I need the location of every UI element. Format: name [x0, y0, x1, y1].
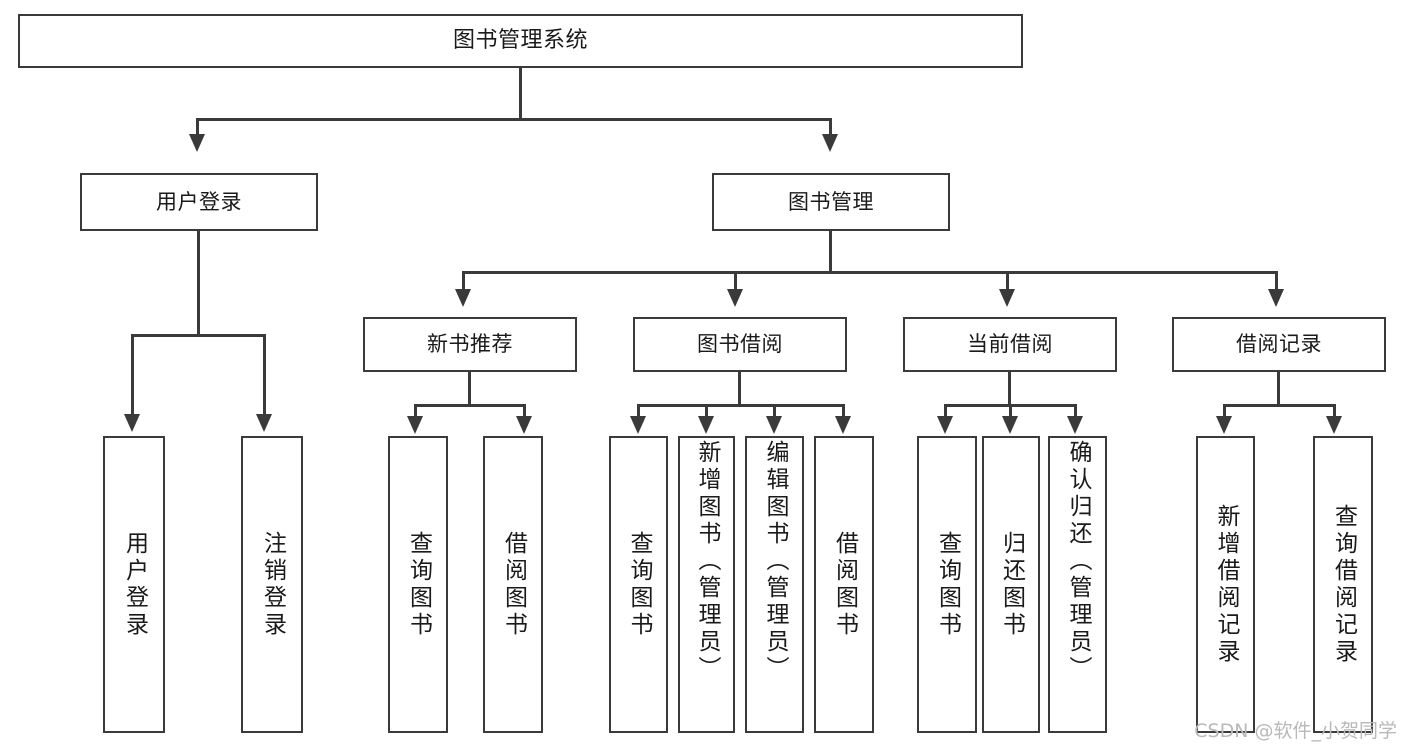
leaf-current-return-book[interactable]: 归还图书: [982, 436, 1040, 733]
connector-bookborrow-drop-1: [637, 404, 640, 418]
leaf-records-query-record[interactable]: 查询借阅记录: [1313, 436, 1373, 733]
connector-userlogin-drop-1: [131, 334, 134, 416]
leaf-borrow-query-book[interactable]: 查询图书: [609, 436, 668, 733]
node-label: 借阅图书: [831, 530, 858, 639]
node-label: 借阅图书: [500, 530, 527, 639]
node-label: 确认归还（管理员）: [1065, 440, 1091, 683]
arrowhead-newbook-query: [407, 416, 423, 434]
node-label: 编辑图书（管理员）: [762, 440, 788, 683]
node-label: 新增借阅记录: [1213, 503, 1239, 666]
node-label: 图书管理: [788, 189, 874, 214]
node-label: 查询借阅记录: [1330, 503, 1357, 666]
connector-bookborrow-drop-2: [705, 404, 708, 418]
connector-userlogin-stem: [197, 231, 200, 337]
node-label: 查询图书: [934, 530, 961, 639]
connector-userlogin-drop-2: [263, 334, 266, 416]
connector-bookborrow-bus: [637, 404, 845, 407]
node-label: 新增图书（管理员）: [694, 440, 720, 683]
connector-newbook-bus: [414, 404, 526, 407]
connector-root-drop-left: [196, 118, 199, 136]
arrowhead-new-book-rec: [455, 289, 471, 307]
arrowhead-leaf-logout: [256, 414, 272, 432]
node-book-borrow[interactable]: 图书借阅: [633, 317, 847, 372]
arrowhead-bb-query: [630, 416, 646, 434]
arrowhead-current-borrow: [999, 289, 1015, 307]
leaf-logout[interactable]: 注销登录: [241, 436, 303, 733]
arrowhead-newbook-borrow: [516, 416, 532, 434]
connector-bookborrow-stem: [738, 372, 741, 406]
arrowhead-book-borrow: [727, 289, 743, 307]
leaf-newbook-query-book[interactable]: 查询图书: [388, 436, 448, 733]
node-label: 用户登录: [121, 530, 148, 639]
node-root-system[interactable]: 图书管理系统: [18, 14, 1023, 68]
node-label: 用户登录: [156, 189, 242, 214]
connector-bookmgmt-drop-1: [462, 271, 465, 291]
connector-newbook-stem: [468, 372, 471, 406]
connector-current-drop-2: [1009, 404, 1012, 418]
connector-bookmgmt-bus: [462, 271, 1278, 274]
connector-records-drop-2: [1333, 404, 1336, 418]
node-label: 查询图书: [626, 530, 652, 639]
connector-newbook-drop-2: [523, 404, 526, 418]
leaf-records-add-record[interactable]: 新增借阅记录: [1196, 436, 1255, 733]
leaf-current-confirm-return-admin[interactable]: 确认归还（管理员）: [1048, 436, 1107, 733]
connector-current-stem: [1008, 372, 1011, 406]
arrowhead-borrow-records: [1268, 289, 1284, 307]
watermark-text: CSDN @软件_小贺同学: [1194, 720, 1397, 742]
arrowhead-cb-query: [937, 416, 953, 434]
arrowhead-cb-return: [1002, 416, 1018, 434]
arrowhead-cb-confirm: [1067, 416, 1083, 434]
arrowhead-bb-edit: [766, 416, 782, 434]
node-label: 当前借阅: [967, 332, 1053, 357]
leaf-newbook-borrow-book[interactable]: 借阅图书: [483, 436, 543, 733]
connector-root-bus: [196, 118, 832, 121]
connector-bookmgmt-drop-2: [734, 271, 737, 291]
node-current-borrow[interactable]: 当前借阅: [903, 317, 1117, 372]
connector-newbook-drop-1: [414, 404, 417, 418]
connector-root-drop-right: [829, 118, 832, 136]
node-label: 借阅记录: [1236, 332, 1322, 357]
connector-records-bus: [1223, 404, 1336, 407]
arrowhead-rec-query: [1326, 416, 1342, 434]
node-label: 图书借阅: [697, 332, 783, 357]
leaf-borrow-borrow-book[interactable]: 借阅图书: [814, 436, 874, 733]
arrowhead-leaf-user-login: [124, 414, 140, 432]
node-label: 归还图书: [998, 530, 1025, 639]
node-book-management[interactable]: 图书管理: [712, 173, 950, 231]
connector-bookborrow-drop-4: [842, 404, 845, 418]
connector-bookmgmt-stem: [829, 231, 832, 274]
arrowhead-bb-add: [698, 416, 714, 434]
leaf-user-login[interactable]: 用户登录: [103, 436, 165, 733]
connector-bookborrow-drop-3: [773, 404, 776, 418]
connector-records-drop-1: [1223, 404, 1226, 418]
node-label: 查询图书: [405, 530, 432, 639]
arrowhead-rec-add: [1216, 416, 1232, 434]
node-label: 注销登录: [259, 530, 286, 639]
leaf-borrow-edit-book-admin[interactable]: 编辑图书（管理员）: [745, 436, 804, 733]
connector-root-stem: [519, 68, 522, 120]
node-borrow-records[interactable]: 借阅记录: [1172, 317, 1386, 372]
arrowhead-user-login: [189, 134, 205, 152]
node-user-login[interactable]: 用户登录: [80, 173, 318, 231]
node-label: 新书推荐: [427, 332, 513, 357]
leaf-borrow-add-book-admin[interactable]: 新增图书（管理员）: [678, 436, 735, 733]
connector-records-stem: [1277, 372, 1280, 406]
connector-current-drop-3: [1074, 404, 1077, 418]
leaf-current-query-book[interactable]: 查询图书: [917, 436, 977, 733]
connector-current-drop-1: [944, 404, 947, 418]
connector-userlogin-bus: [131, 334, 266, 337]
arrowhead-bb-borrow: [835, 416, 851, 434]
connector-bookmgmt-drop-3: [1006, 271, 1009, 291]
node-label: 图书管理系统: [452, 28, 588, 54]
connector-bookmgmt-drop-4: [1275, 271, 1278, 291]
arrowhead-book-manage: [822, 134, 838, 152]
node-new-book-recommend[interactable]: 新书推荐: [363, 317, 577, 372]
